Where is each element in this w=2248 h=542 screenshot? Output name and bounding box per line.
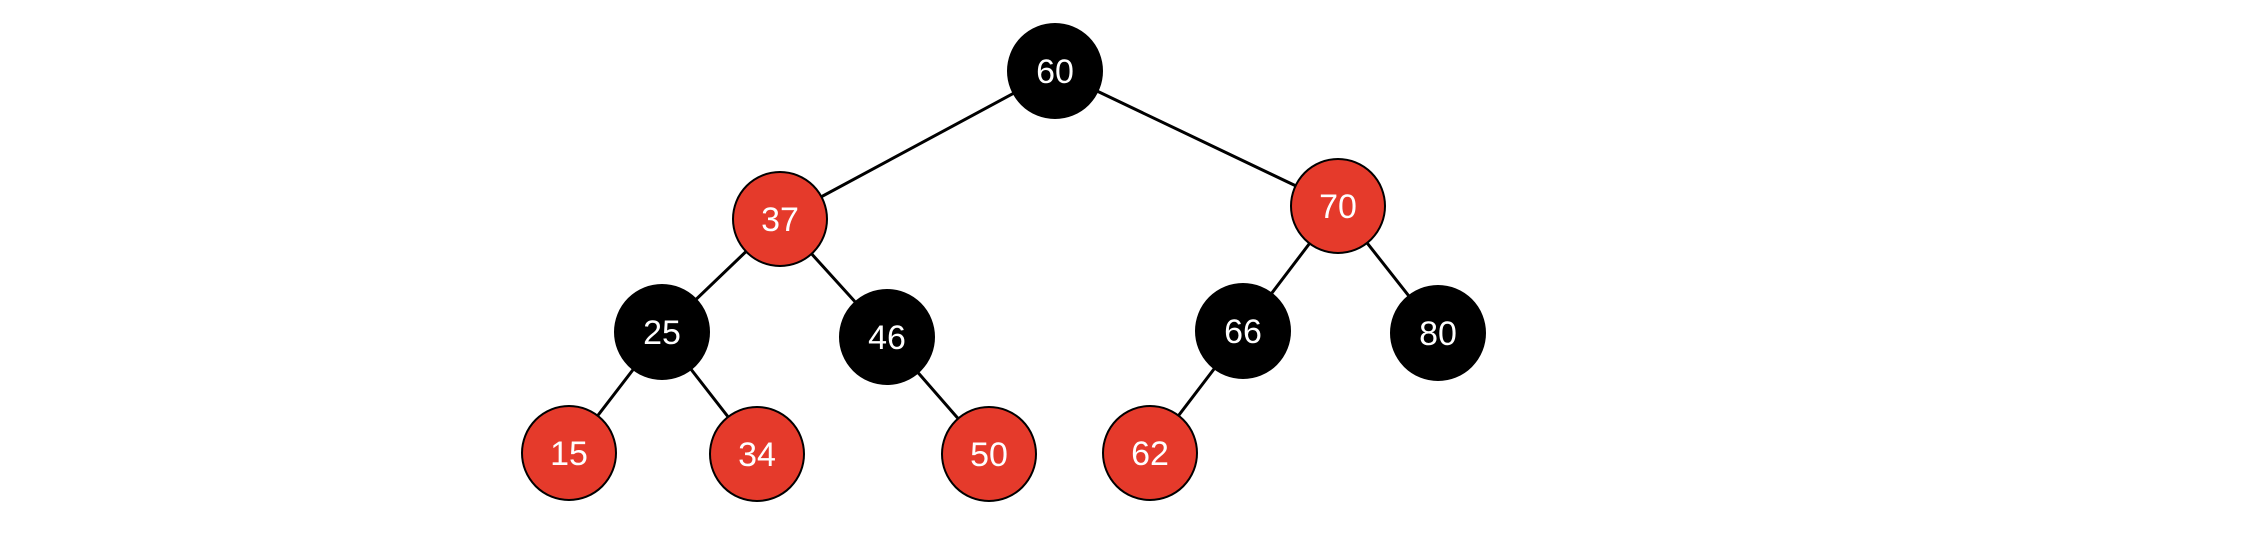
black-node-circle bbox=[1007, 23, 1103, 119]
tree-edge-60-37 bbox=[779, 69, 1056, 221]
tree-node-46: 46 bbox=[839, 289, 935, 385]
tree-node-label-50: 50 bbox=[970, 436, 1008, 474]
tree-node-label-37: 37 bbox=[761, 201, 799, 239]
red-node-circle bbox=[709, 406, 805, 502]
tree-node-60: 60 bbox=[1007, 23, 1103, 119]
tree-node-62: 62 bbox=[1102, 405, 1198, 501]
black-node-circle bbox=[1390, 285, 1486, 381]
tree-node-80: 80 bbox=[1390, 285, 1486, 381]
tree-node-label-60: 60 bbox=[1036, 53, 1074, 91]
tree-node-label-15: 15 bbox=[550, 435, 588, 473]
tree-edge-60-70 bbox=[1054, 69, 1339, 208]
red-node-circle bbox=[1102, 405, 1198, 501]
black-node-circle bbox=[614, 284, 710, 380]
tree-node-label-62: 62 bbox=[1131, 435, 1169, 473]
tree-node-34: 34 bbox=[709, 406, 805, 502]
red-node-circle bbox=[732, 171, 828, 267]
tree-node-label-66: 66 bbox=[1224, 313, 1262, 351]
tree-node-66: 66 bbox=[1195, 283, 1291, 379]
red-node-circle bbox=[1290, 158, 1386, 254]
tree-node-70: 70 bbox=[1290, 158, 1386, 254]
tree-node-label-25: 25 bbox=[643, 314, 681, 352]
tree-node-37: 37 bbox=[732, 171, 828, 267]
tree-node-label-34: 34 bbox=[738, 436, 776, 474]
tree-node-label-80: 80 bbox=[1419, 315, 1457, 353]
red-node-circle bbox=[941, 406, 1037, 502]
tree-node-15: 15 bbox=[521, 405, 617, 501]
tree-node-label-46: 46 bbox=[868, 319, 906, 357]
black-node-circle bbox=[839, 289, 935, 385]
black-node-circle bbox=[1195, 283, 1291, 379]
tree-node-25: 25 bbox=[614, 284, 710, 380]
red-node-circle bbox=[521, 405, 617, 501]
tree-node-50: 50 bbox=[941, 406, 1037, 502]
tree-node-label-70: 70 bbox=[1319, 188, 1357, 226]
